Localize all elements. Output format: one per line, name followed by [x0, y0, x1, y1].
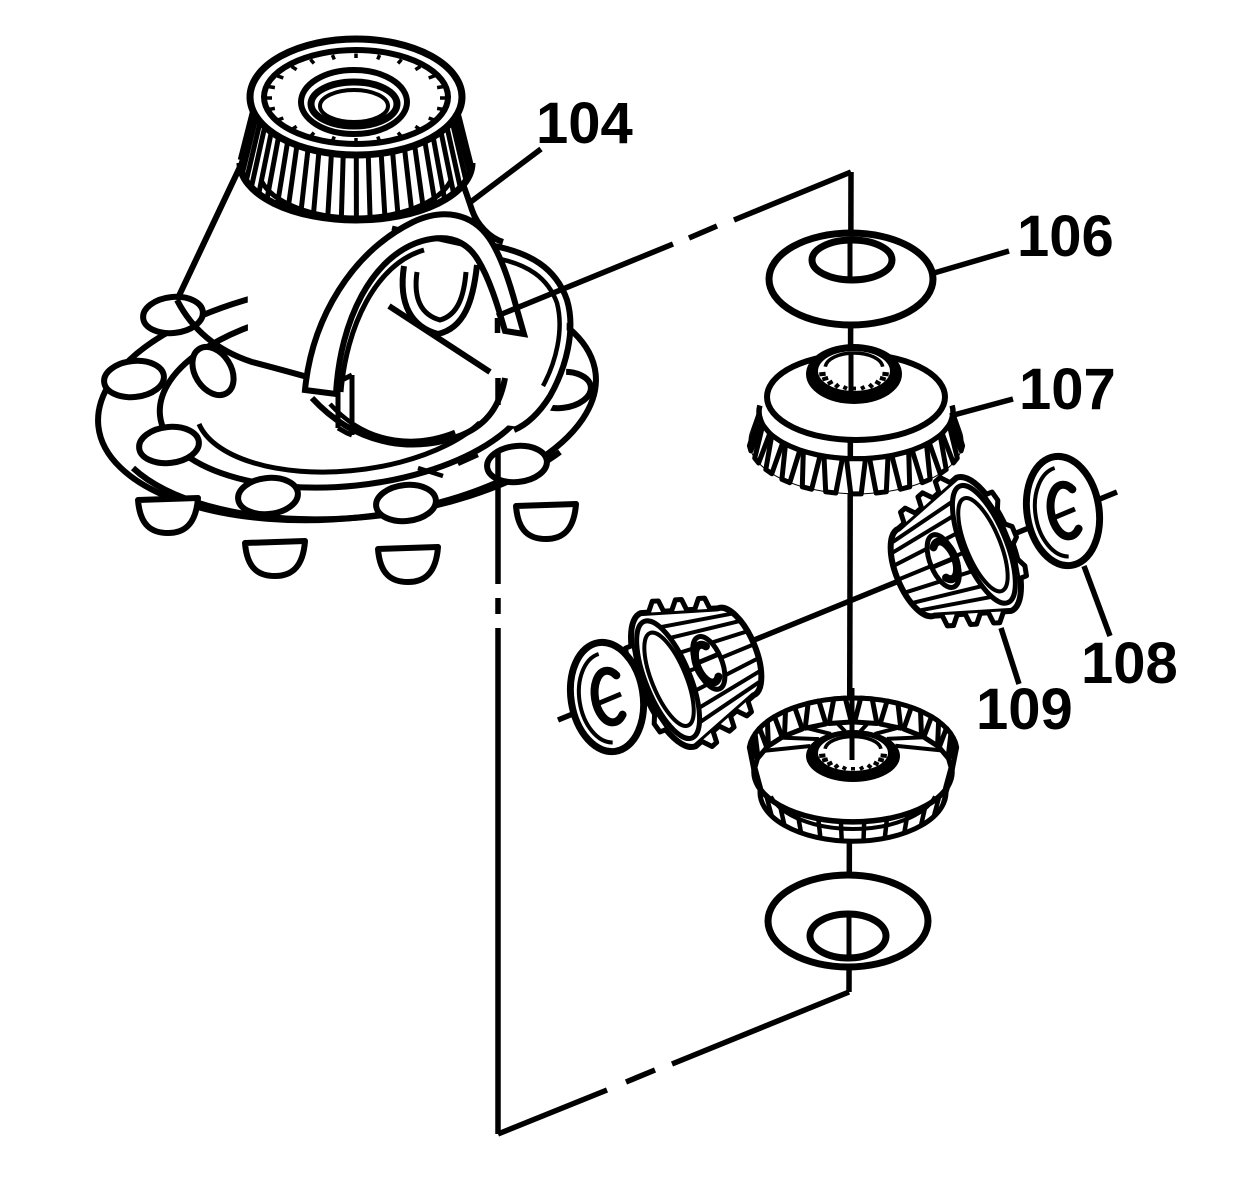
leader-104 — [466, 146, 543, 207]
pinion-gear-left — [623, 595, 765, 750]
label-107: 107 — [1019, 357, 1116, 422]
differential-case — [95, 35, 599, 585]
thrust-washer-106 — [765, 229, 937, 329]
label-104: 104 — [536, 91, 633, 156]
cut-plane-top-dash — [687, 223, 719, 241]
leader-108 — [1081, 565, 1113, 637]
flange-bolt-holes — [101, 293, 594, 525]
flange-lugs — [135, 495, 579, 585]
pinion-shaft-bore — [335, 372, 355, 438]
tapered-roller-bearing — [236, 35, 476, 224]
pinion-gear-right — [887, 474, 1029, 629]
pinion-washer-right — [1022, 452, 1104, 570]
case-window-interior — [309, 242, 574, 479]
label-109: 109 — [976, 677, 1073, 742]
cut-plane-bottom-dash — [624, 1067, 657, 1085]
axis-through-bores — [596, 242, 1076, 955]
pinion-washer-left — [566, 638, 648, 756]
callout-104: 104 — [466, 91, 633, 207]
leader-109 — [998, 627, 1022, 685]
callout-107: 107 — [949, 357, 1116, 422]
case-oil-hole — [189, 343, 237, 399]
label-108: 108 — [1081, 631, 1178, 696]
cut-plane-outline — [494, 169, 853, 1137]
label-106: 106 — [1017, 204, 1114, 269]
callout-109: 109 — [976, 627, 1073, 742]
callout-106: 106 — [933, 204, 1114, 276]
case-window-arch — [301, 211, 529, 398]
side-gear-107 — [746, 344, 966, 497]
callout-108: 108 — [1081, 565, 1178, 696]
leader-107 — [949, 396, 1014, 419]
leader-106 — [933, 248, 1010, 276]
